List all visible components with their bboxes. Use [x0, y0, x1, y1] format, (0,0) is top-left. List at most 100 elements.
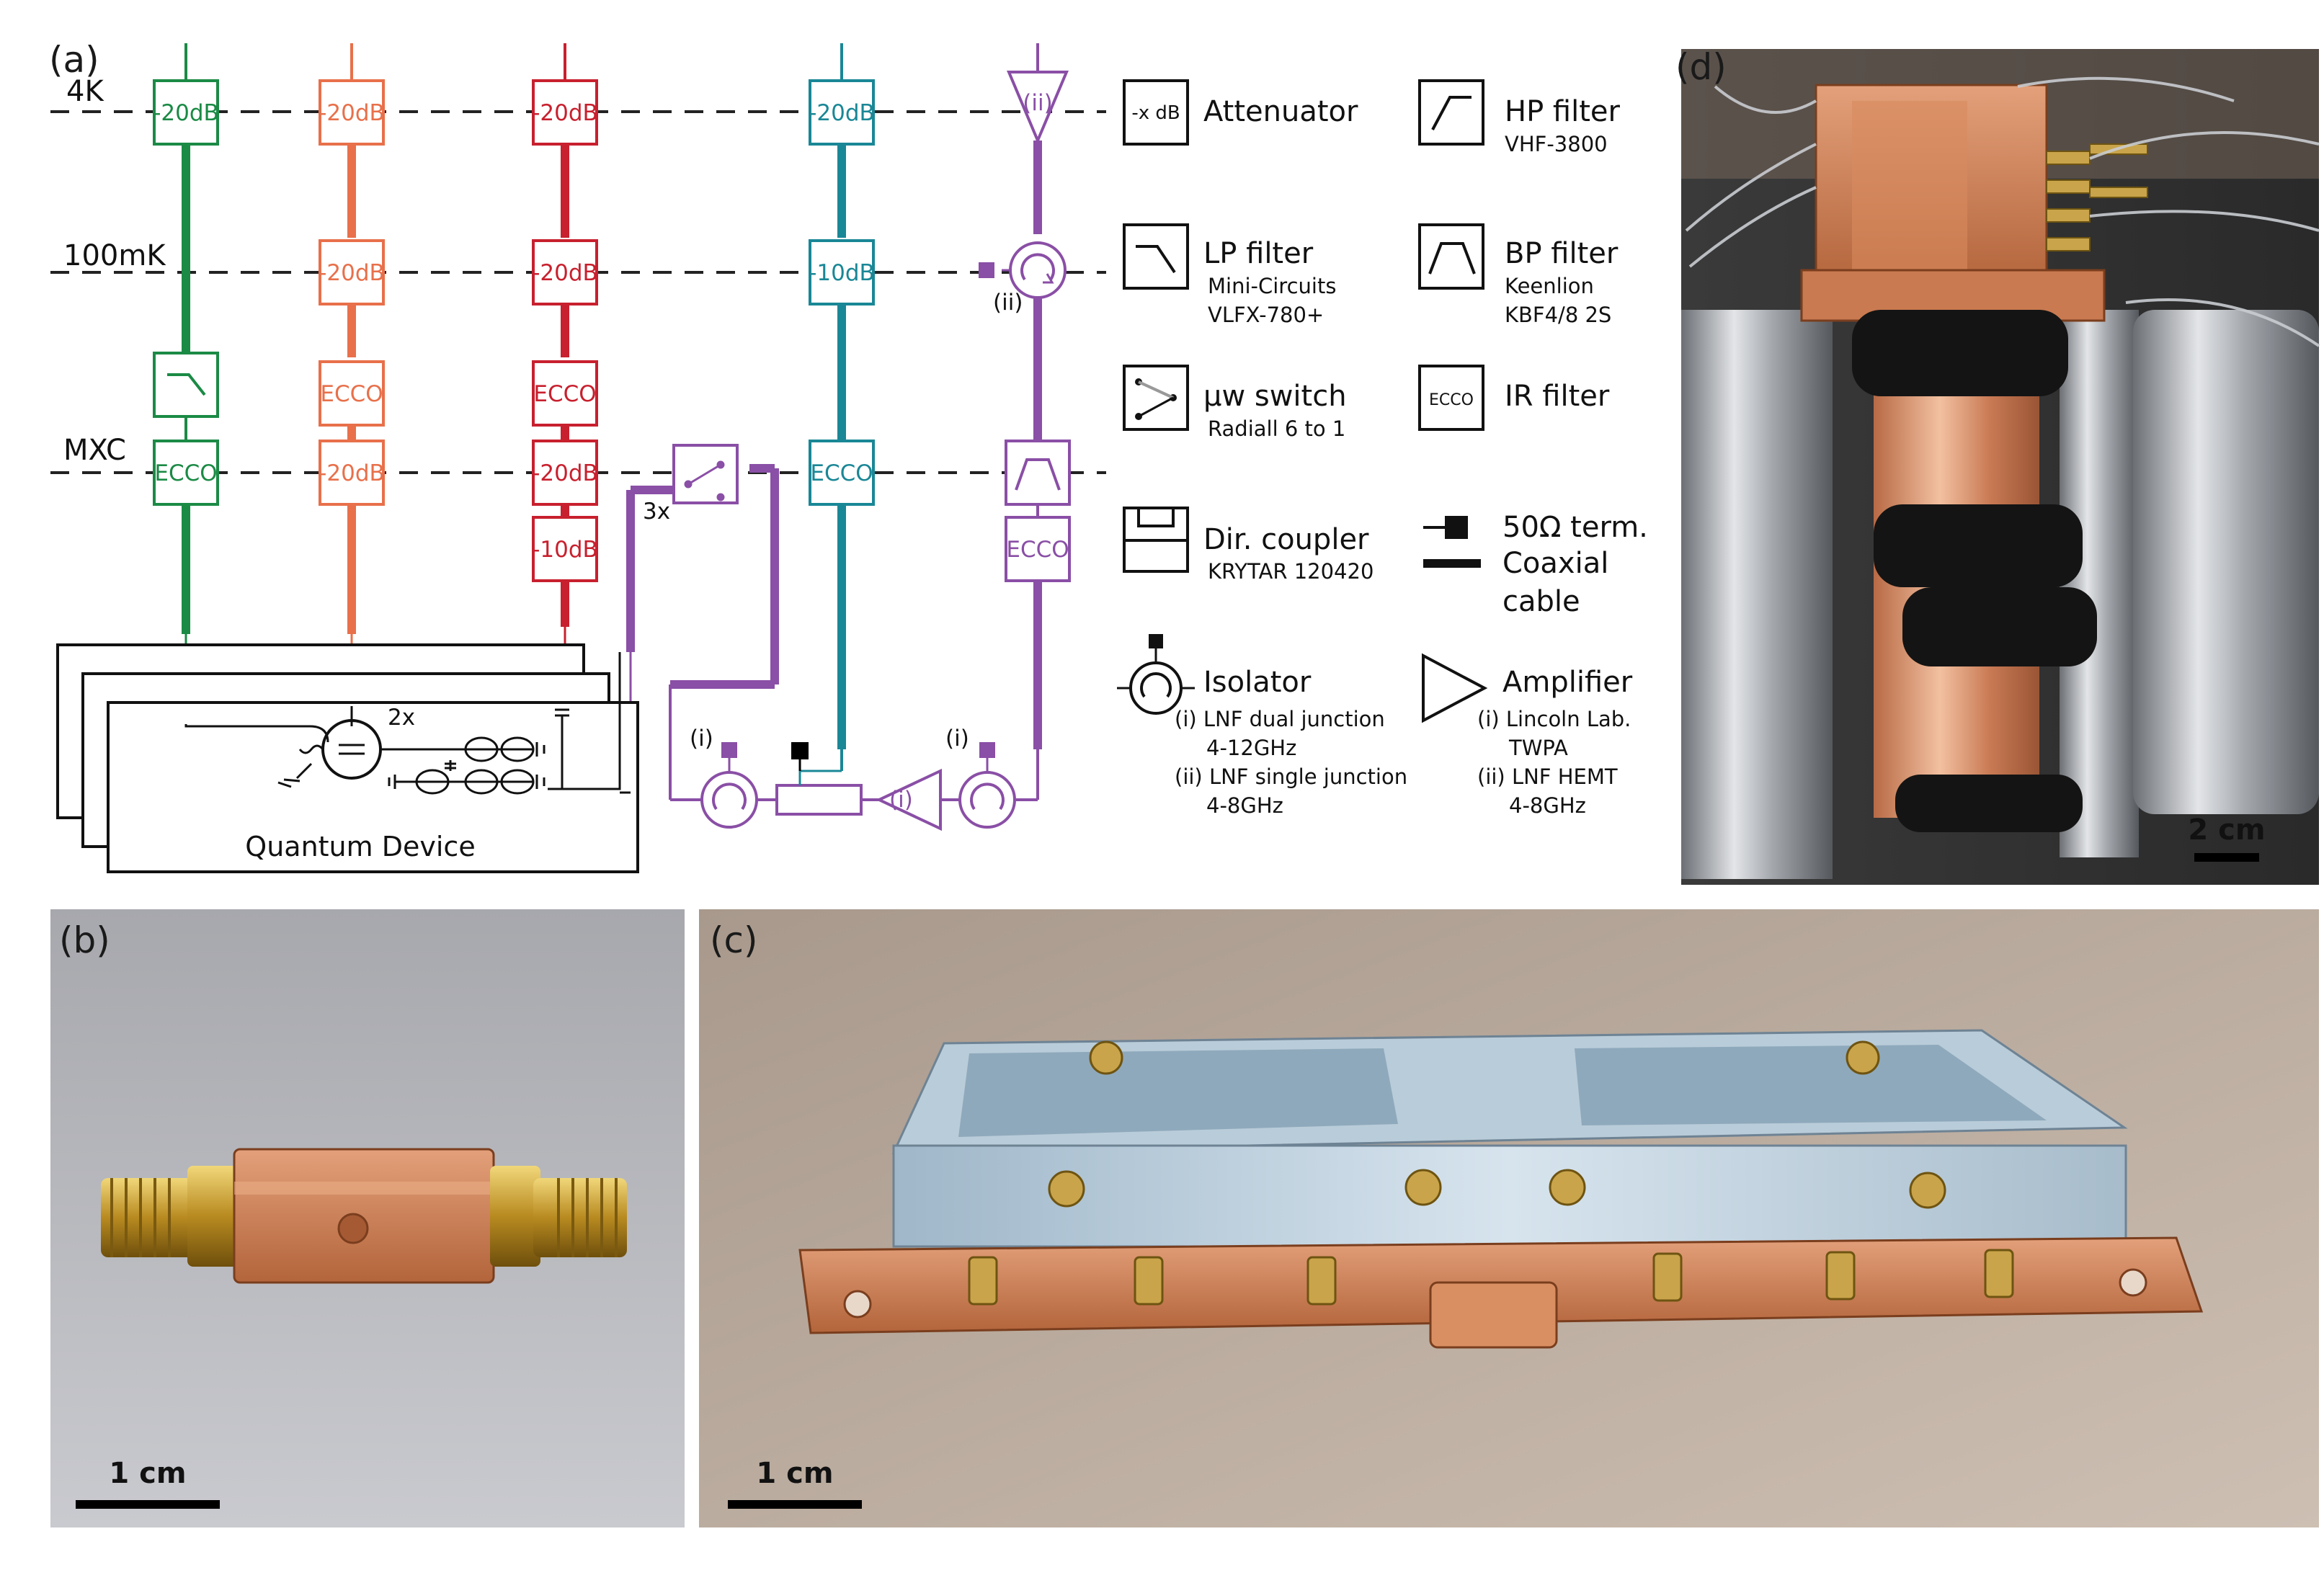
svg-text:-20dB: -20dB — [809, 100, 875, 126]
legend-switch: μw switch Radiall 6 to 1 — [1123, 365, 1347, 441]
teal-ecco — [809, 440, 875, 506]
red-attenuator-100mk — [532, 239, 598, 305]
svg-text:-20dB: -20dB — [153, 100, 219, 126]
legend-coax: Coaxial cable — [1423, 547, 1608, 618]
svg-text:LP filter: LP filter — [1203, 237, 1314, 270]
legend-ir-filter: ECCO IR filter — [1418, 365, 1610, 431]
svg-text:cable: cable — [1502, 585, 1580, 618]
teal-attenuator-4k — [809, 79, 875, 146]
device-wires — [184, 652, 631, 795]
foam-ring-low — [1902, 587, 2097, 666]
scale-label-c: 1 cm — [756, 1457, 833, 1490]
legend-bp-filter: BP filter Keenlion KBF4/8 2S — [1418, 223, 1619, 327]
green-attenuator-4k — [153, 79, 219, 146]
panel-a-label: (a) — [49, 39, 99, 81]
svg-text:Quantum Device: Quantum Device — [245, 831, 475, 862]
svg-text:ECCO: ECCO — [810, 460, 873, 486]
svg-text:(i): (i) — [690, 726, 713, 751]
line-teal — [809, 43, 875, 749]
purple-ecco — [1005, 516, 1071, 582]
isolator-out-i — [958, 771, 1016, 829]
line-purple — [626, 43, 1071, 831]
panel-a-schematic: (a) 4K 100mK MXC -20dB ECCO — [49, 39, 1648, 873]
panel-c-label: (c) — [710, 919, 758, 961]
svg-text:-x dB: -x dB — [1131, 102, 1180, 124]
cylinder-right — [2133, 310, 2319, 814]
amplifier-hemt — [1006, 71, 1069, 145]
svg-text:4-8GHz: 4-8GHz — [1509, 793, 1586, 818]
svg-text:4-8GHz: 4-8GHz — [1206, 793, 1283, 818]
line-orange — [319, 43, 385, 706]
svg-text:ECCO: ECCO — [1006, 537, 1069, 563]
isolator-in-i — [700, 771, 758, 829]
legend-termination: 50Ω term. — [1423, 511, 1648, 544]
svg-text:KBF4/8 2S: KBF4/8 2S — [1505, 303, 1611, 327]
svg-text:-20dB: -20dB — [532, 260, 598, 286]
line-red — [532, 43, 598, 710]
stage-label-4k: 4K — [66, 75, 104, 108]
svg-text:-10dB: -10dB — [532, 537, 598, 563]
svg-text:(ii): (ii) — [993, 290, 1023, 316]
line-green — [153, 43, 219, 724]
orange-ecco — [319, 360, 385, 427]
orange-attenuator-100mk — [319, 239, 385, 305]
purple-bp-filter — [1005, 440, 1071, 506]
red-attenuator-mxc — [532, 440, 598, 506]
svg-text:(i): (i) — [889, 787, 913, 813]
svg-text:Coaxial: Coaxial — [1502, 547, 1608, 580]
directional-coupler — [775, 784, 863, 816]
svg-text:VLFX-780+: VLFX-780+ — [1208, 303, 1324, 327]
stage-lines — [50, 110, 1106, 474]
cylinder-left — [1681, 310, 1833, 879]
panel-d-photo: 2 cm (d) — [1675, 46, 2320, 885]
svg-text:4-12GHz: 4-12GHz — [1206, 736, 1296, 760]
svg-text:-20dB: -20dB — [532, 460, 598, 486]
legend-lp-filter: LP filter Mini-Circuits VLFX-780+ — [1123, 223, 1336, 327]
svg-text:50Ω term.: 50Ω term. — [1502, 511, 1648, 544]
svg-text:-10dB: -10dB — [809, 260, 875, 286]
legend-attenuator: -x dB Attenuator — [1123, 79, 1358, 146]
legend-hp-filter: HP filter VHF-3800 — [1418, 79, 1621, 156]
scale-label-b: 1 cm — [109, 1457, 186, 1490]
svg-text:Keenlion: Keenlion — [1505, 274, 1594, 298]
svg-text:ECCO: ECCO — [533, 381, 596, 407]
svg-text:-20dB: -20dB — [532, 100, 598, 126]
svg-text:TWPA: TWPA — [1508, 736, 1568, 760]
green-lp-filter — [153, 352, 219, 418]
svg-text:(i) LNF dual junction: (i) LNF dual junction — [1175, 707, 1385, 731]
svg-text:ECCO: ECCO — [154, 460, 217, 486]
stage-label-100mk: 100mK — [63, 239, 166, 272]
svg-text:-20dB: -20dB — [319, 260, 385, 286]
foam-ring-bottom — [1895, 775, 2083, 832]
svg-text:-20dB: -20dB — [319, 460, 385, 486]
svg-text:Isolator: Isolator — [1203, 666, 1312, 699]
legend: -x dB Attenuator HP filter VHF-3800 LP f… — [1117, 79, 1648, 818]
panel-d-label: (d) — [1675, 46, 1727, 88]
svg-text:(ii) LNF HEMT: (ii) LNF HEMT — [1477, 764, 1618, 789]
svg-text:Dir. coupler: Dir. coupler — [1203, 523, 1369, 556]
legend-amplifier: Amplifier (i) Lincoln Lab. TWPA (ii) LNF… — [1422, 653, 1633, 818]
foam-ring-mid — [1874, 504, 2083, 587]
red-ecco — [532, 360, 598, 427]
svg-text:HP filter: HP filter — [1505, 95, 1621, 128]
scale-label-d: 2 cm — [2188, 813, 2265, 847]
ecco-filter-photo — [101, 1148, 627, 1284]
svg-text:ECCO: ECCO — [320, 381, 383, 407]
amplifier-twpa — [876, 768, 942, 831]
legend-dir-coupler: Dir. coupler KRYTAR 120420 — [1123, 507, 1374, 584]
svg-text:Amplifier: Amplifier — [1502, 666, 1633, 699]
panel-b-label: (b) — [59, 919, 110, 961]
green-ecco — [153, 440, 219, 506]
legend-isolator: Isolator (i) LNF dual junction 4-12GHz (… — [1117, 634, 1407, 818]
svg-text:KRYTAR 120420: KRYTAR 120420 — [1208, 559, 1374, 584]
red-attenuator-4k — [532, 79, 598, 146]
panel-c-photo: (c) 1 cm — [699, 909, 2319, 1527]
svg-text:IR filter: IR filter — [1505, 380, 1610, 413]
red-attenuator-10db — [532, 516, 598, 582]
svg-text:ECCO: ECCO — [1429, 391, 1474, 409]
stage-label-mxc: MXC — [63, 434, 126, 467]
panel-b-photo: (b) 1 cm — [50, 909, 685, 1527]
switch-count-label: 3x — [643, 499, 670, 525]
svg-text:(i) Lincoln Lab.: (i) Lincoln Lab. — [1477, 707, 1631, 731]
